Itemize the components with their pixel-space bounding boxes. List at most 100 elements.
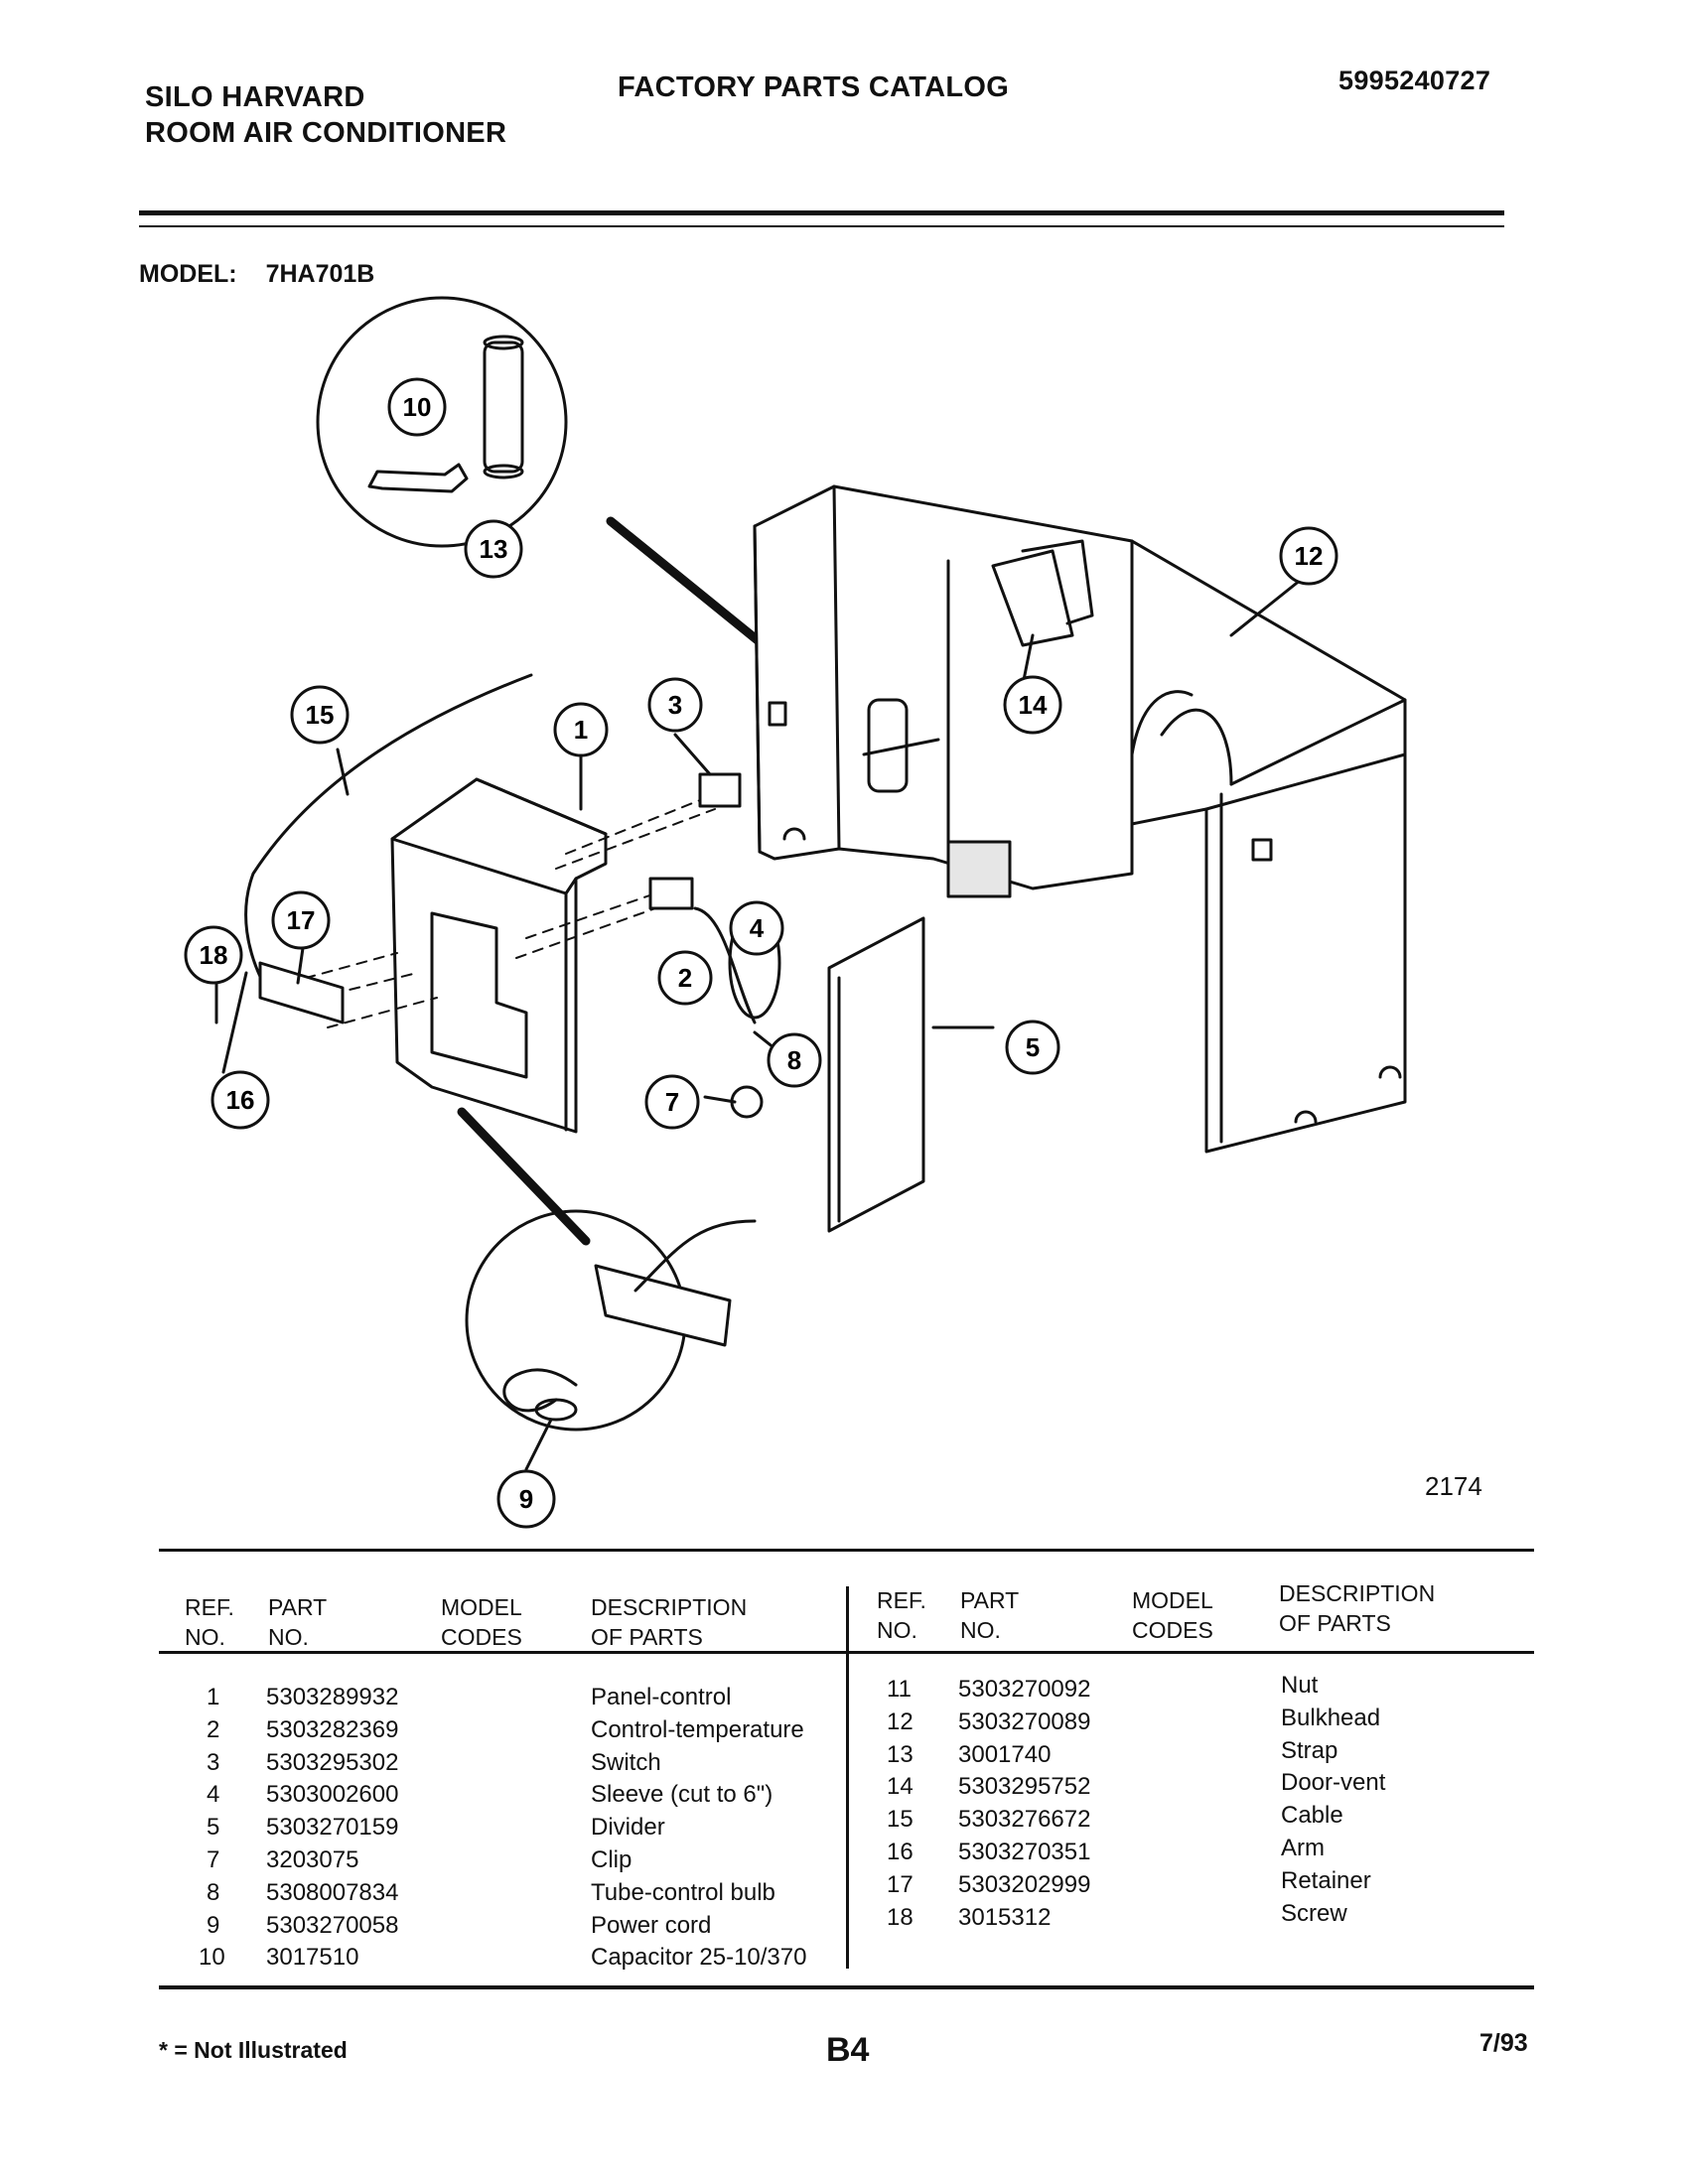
table-cell: 5303282369 <box>266 1715 399 1743</box>
right-desc-column: Nut Bulkhead Strap Door-vent Cable Arm R… <box>1281 1670 1385 1930</box>
table-cell: 1 <box>207 1684 220 1710</box>
col-desc-line1: DESCRIPTION <box>1279 1580 1436 1606</box>
callout-1: 1 <box>553 702 609 757</box>
callout-4: 4 <box>729 900 784 956</box>
svg-text:4: 4 <box>750 913 765 943</box>
col-part-left: PART NO. <box>268 1592 327 1652</box>
header-rule <box>139 210 1504 227</box>
col-ref-line1: REF. <box>877 1587 926 1613</box>
table-column-divider <box>846 1586 849 1969</box>
table-cell: 2 <box>207 1715 220 1743</box>
callout-12: 12 <box>1279 526 1338 586</box>
col-part-line1: PART <box>960 1587 1020 1613</box>
table-cell: 17 <box>887 1870 914 1898</box>
table-cell: Nut <box>1281 1672 1319 1699</box>
col-ref-right: REF. NO. <box>877 1585 926 1645</box>
callout-5: 5 <box>1005 1020 1060 1075</box>
svg-text:2: 2 <box>678 963 692 993</box>
svg-text:16: 16 <box>226 1085 255 1115</box>
table-cell: Tube-control bulb <box>591 1878 775 1906</box>
table-cell: 3001740 <box>958 1740 1052 1768</box>
svg-text:14: 14 <box>1019 690 1048 720</box>
table-cell: 5303270089 <box>958 1707 1091 1735</box>
table-cell: 3015312 <box>958 1903 1052 1931</box>
table-cell: Door-vent <box>1281 1769 1386 1797</box>
table-cell: 3017510 <box>266 1944 359 1972</box>
right-part-column: 5303270092 5303270089 3001740 5303295752… <box>958 1674 1090 1934</box>
callout-16: 16 <box>211 1070 270 1130</box>
catalog-title: FACTORY PARTS CATALOG <box>618 71 1010 103</box>
table-cell: 13 <box>887 1740 914 1768</box>
svg-text:9: 9 <box>519 1484 533 1514</box>
table-cell: 12 <box>887 1707 914 1735</box>
callout-13: 13 <box>464 519 523 579</box>
callout-15: 15 <box>290 685 350 745</box>
table-cell: 5303270058 <box>266 1911 399 1939</box>
table-cell: 5303270351 <box>958 1838 1091 1865</box>
col-codes-left: MODEL CODES <box>441 1592 522 1652</box>
callout-9: 9 <box>496 1469 556 1529</box>
table-cell: Cable <box>1281 1802 1343 1830</box>
table-cell: 4 <box>207 1781 220 1809</box>
callout-7: 7 <box>644 1074 700 1130</box>
table-cell: 5303276672 <box>958 1806 1091 1834</box>
table-cell: Arm <box>1281 1834 1325 1861</box>
callout-3: 3 <box>647 677 703 733</box>
table-cell: 10 <box>199 1944 225 1972</box>
table-cell: 3203075 <box>266 1845 359 1873</box>
col-desc-left: DESCRIPTION OF PARTS <box>591 1592 747 1652</box>
table-cell: 18 <box>887 1903 914 1931</box>
left-ref-column: 1 2 3 4 5 7 8 9 10 <box>199 1682 225 1975</box>
model-label: MODEL: <box>139 260 237 288</box>
svg-text:18: 18 <box>200 940 228 970</box>
table-cell: 5303270159 <box>266 1814 399 1842</box>
col-codes-right: MODEL CODES <box>1132 1585 1213 1645</box>
brand-name: SILO HARVARD <box>145 81 365 113</box>
svg-text:12: 12 <box>1295 541 1324 571</box>
table-cell: 5 <box>207 1814 220 1842</box>
col-codes-line2: CODES <box>1132 1617 1213 1643</box>
svg-text:17: 17 <box>287 905 316 935</box>
callout-18: 18 <box>184 925 243 985</box>
col-ref-left: REF. NO. <box>185 1592 234 1652</box>
table-cell: Capacitor 25-10/370 <box>591 1944 807 1972</box>
catalog-number: 5995240727 <box>1338 66 1491 95</box>
table-cell: 9 <box>207 1911 220 1939</box>
revision-date: 7/93 <box>1479 2029 1528 2057</box>
col-part-line2: NO. <box>268 1624 309 1650</box>
table-cell: Panel-control <box>591 1684 732 1710</box>
right-ref-column: 11 12 13 14 15 16 17 18 <box>887 1674 914 1934</box>
model-line: MODEL: 7HA701B <box>139 260 374 289</box>
table-cell: Bulkhead <box>1281 1704 1381 1731</box>
table-cell: 5308007834 <box>266 1878 399 1906</box>
callout-2: 2 <box>657 950 713 1006</box>
table-cell: 5303295302 <box>266 1748 399 1776</box>
svg-text:10: 10 <box>403 392 432 422</box>
product-type: ROOM AIR CONDITIONER <box>145 117 507 149</box>
table-cell: Strap <box>1281 1736 1338 1764</box>
table-cell: 3 <box>207 1748 220 1776</box>
exploded-parts-diagram: 1 2 3 4 5 7 8 9 10 12 13 14 15 16 17 18 <box>184 296 1407 1529</box>
col-ref-line2: NO. <box>185 1624 225 1650</box>
col-ref-line1: REF. <box>185 1594 234 1620</box>
table-cell: Divider <box>591 1814 665 1842</box>
model-value: 7HA701B <box>265 260 375 288</box>
table-cell: Sleeve (cut to 6") <box>591 1781 774 1809</box>
left-desc-column: Panel-control Control-temperature Switch… <box>591 1682 806 1975</box>
callout-17: 17 <box>271 890 331 950</box>
table-cell: 5303002600 <box>266 1781 399 1809</box>
table-cell: 7 <box>207 1845 220 1873</box>
footnote: * = Not Illustrated <box>159 2037 348 2063</box>
brand-block: SILO HARVARD ROOM AIR CONDITIONER <box>145 79 506 151</box>
col-desc-right: DESCRIPTION OF PARTS <box>1279 1578 1435 1638</box>
table-cell: Control-temperature <box>591 1715 804 1743</box>
left-part-column: 5303289932 5303282369 5303295302 5303002… <box>266 1682 398 1975</box>
detail-circle-capacitor <box>316 296 568 548</box>
col-desc-line1: DESCRIPTION <box>591 1594 748 1620</box>
svg-text:7: 7 <box>665 1087 679 1117</box>
table-cell: 5303202999 <box>958 1870 1091 1898</box>
callout-10: 10 <box>387 377 447 437</box>
table-cell: Screw <box>1281 1899 1347 1927</box>
callout-8: 8 <box>767 1032 822 1088</box>
table-cell: 11 <box>887 1676 912 1703</box>
